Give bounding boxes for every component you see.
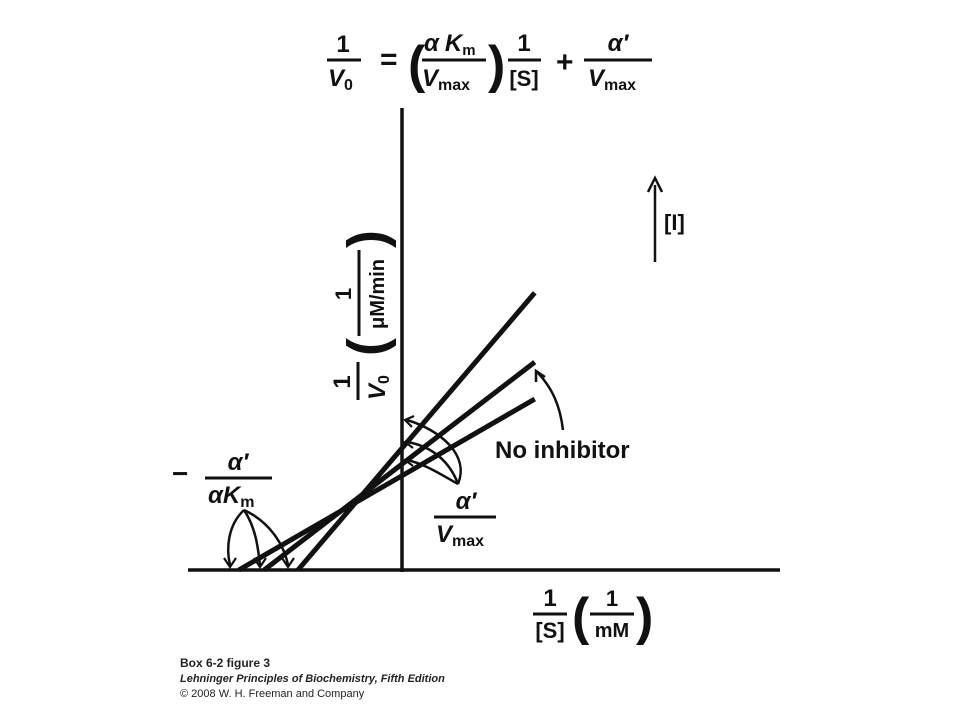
x-label-close-paren: ) [636,588,653,646]
arrow-head-icon [403,436,414,449]
y-label-open-paren: ( [337,338,397,356]
caption-copyright: © 2008 W. H. Freeman and Company [180,688,365,700]
inhibitor-arrow: [I] [646,175,685,262]
no-inhibitor-annotation: No inhibitor [495,368,630,464]
y-intercept-numerator: α′ [456,488,478,515]
plot-line-2 [262,360,537,572]
x-intercept-numerator: α′ [228,449,250,476]
x-label-numerator: 1 [543,585,556,612]
arrow-head-icon [281,557,295,569]
caption-title: Box 6-2 figure 3 [180,656,271,670]
arrow-head-icon [646,175,664,193]
y-intercept-annotation: α′ Vmax [403,414,496,550]
x-label-unit-denominator: mM [595,620,629,642]
x-intercept-annotation: − α′ αKm [172,449,295,569]
x-intercept-minus: − [172,458,188,489]
x-intercept-pointer-3 [243,508,290,566]
no-inhibitor-pointer [537,372,565,431]
y-axis-label: 1 V0 ( 1 μM/min ) [329,230,397,400]
arrow-head-icon [223,557,237,569]
no-inhibitor-label: No inhibitor [495,437,630,464]
y-label-unit-denominator: μM/min [367,259,389,329]
eq-substrate: [S] [509,66,538,91]
arrow-head-icon [403,414,415,428]
x-label-denominator: [S] [535,618,564,643]
x-intercept-pointer-1 [227,509,245,566]
y-label-numerator: 1 [329,375,356,388]
plot-line-3 [237,396,536,573]
arrow-head-icon [534,368,546,382]
eq-alpha-prime: α′ [608,30,630,57]
eq-vmax-2: Vmax [588,65,636,94]
arrow-head-icon [403,454,414,467]
arrow-head-icon [253,557,267,569]
y-label-unit-numerator: 1 [331,288,356,300]
y-intercept-pointer-2 [406,440,460,485]
inhibitor-label: [I] [664,210,685,235]
eq-vmax: Vmax [422,65,470,94]
x-axis-label: 1 [S] ( 1 mM ) [533,585,653,646]
eq-lhs-denominator: V0 [328,65,353,94]
y-intercept-pointer-1 [406,418,462,485]
plot-line-1 [296,291,537,572]
eq-open-paren: ( [408,36,426,94]
x-label-open-paren: ( [572,588,590,646]
y-intercept-denominator: Vmax [436,521,484,550]
eq-lhs-numerator: 1 [336,31,349,58]
x-intercept-denominator: αKm [208,482,254,511]
eq-one-over-s-numerator: 1 [517,30,530,57]
x-label-unit-numerator: 1 [606,586,618,611]
caption-book: Lehninger Principles of Biochemistry, Fi… [180,673,445,685]
y-label-close-paren: ) [337,230,397,248]
y-label-denominator: V0 [364,375,393,400]
plot-lines [237,291,537,573]
eq-equals: = [380,43,398,76]
eq-close-paren: ) [488,36,505,94]
eq-plus: + [556,46,574,79]
x-intercept-pointer-2 [242,509,262,566]
y-intercept-pointer-3 [406,458,459,486]
